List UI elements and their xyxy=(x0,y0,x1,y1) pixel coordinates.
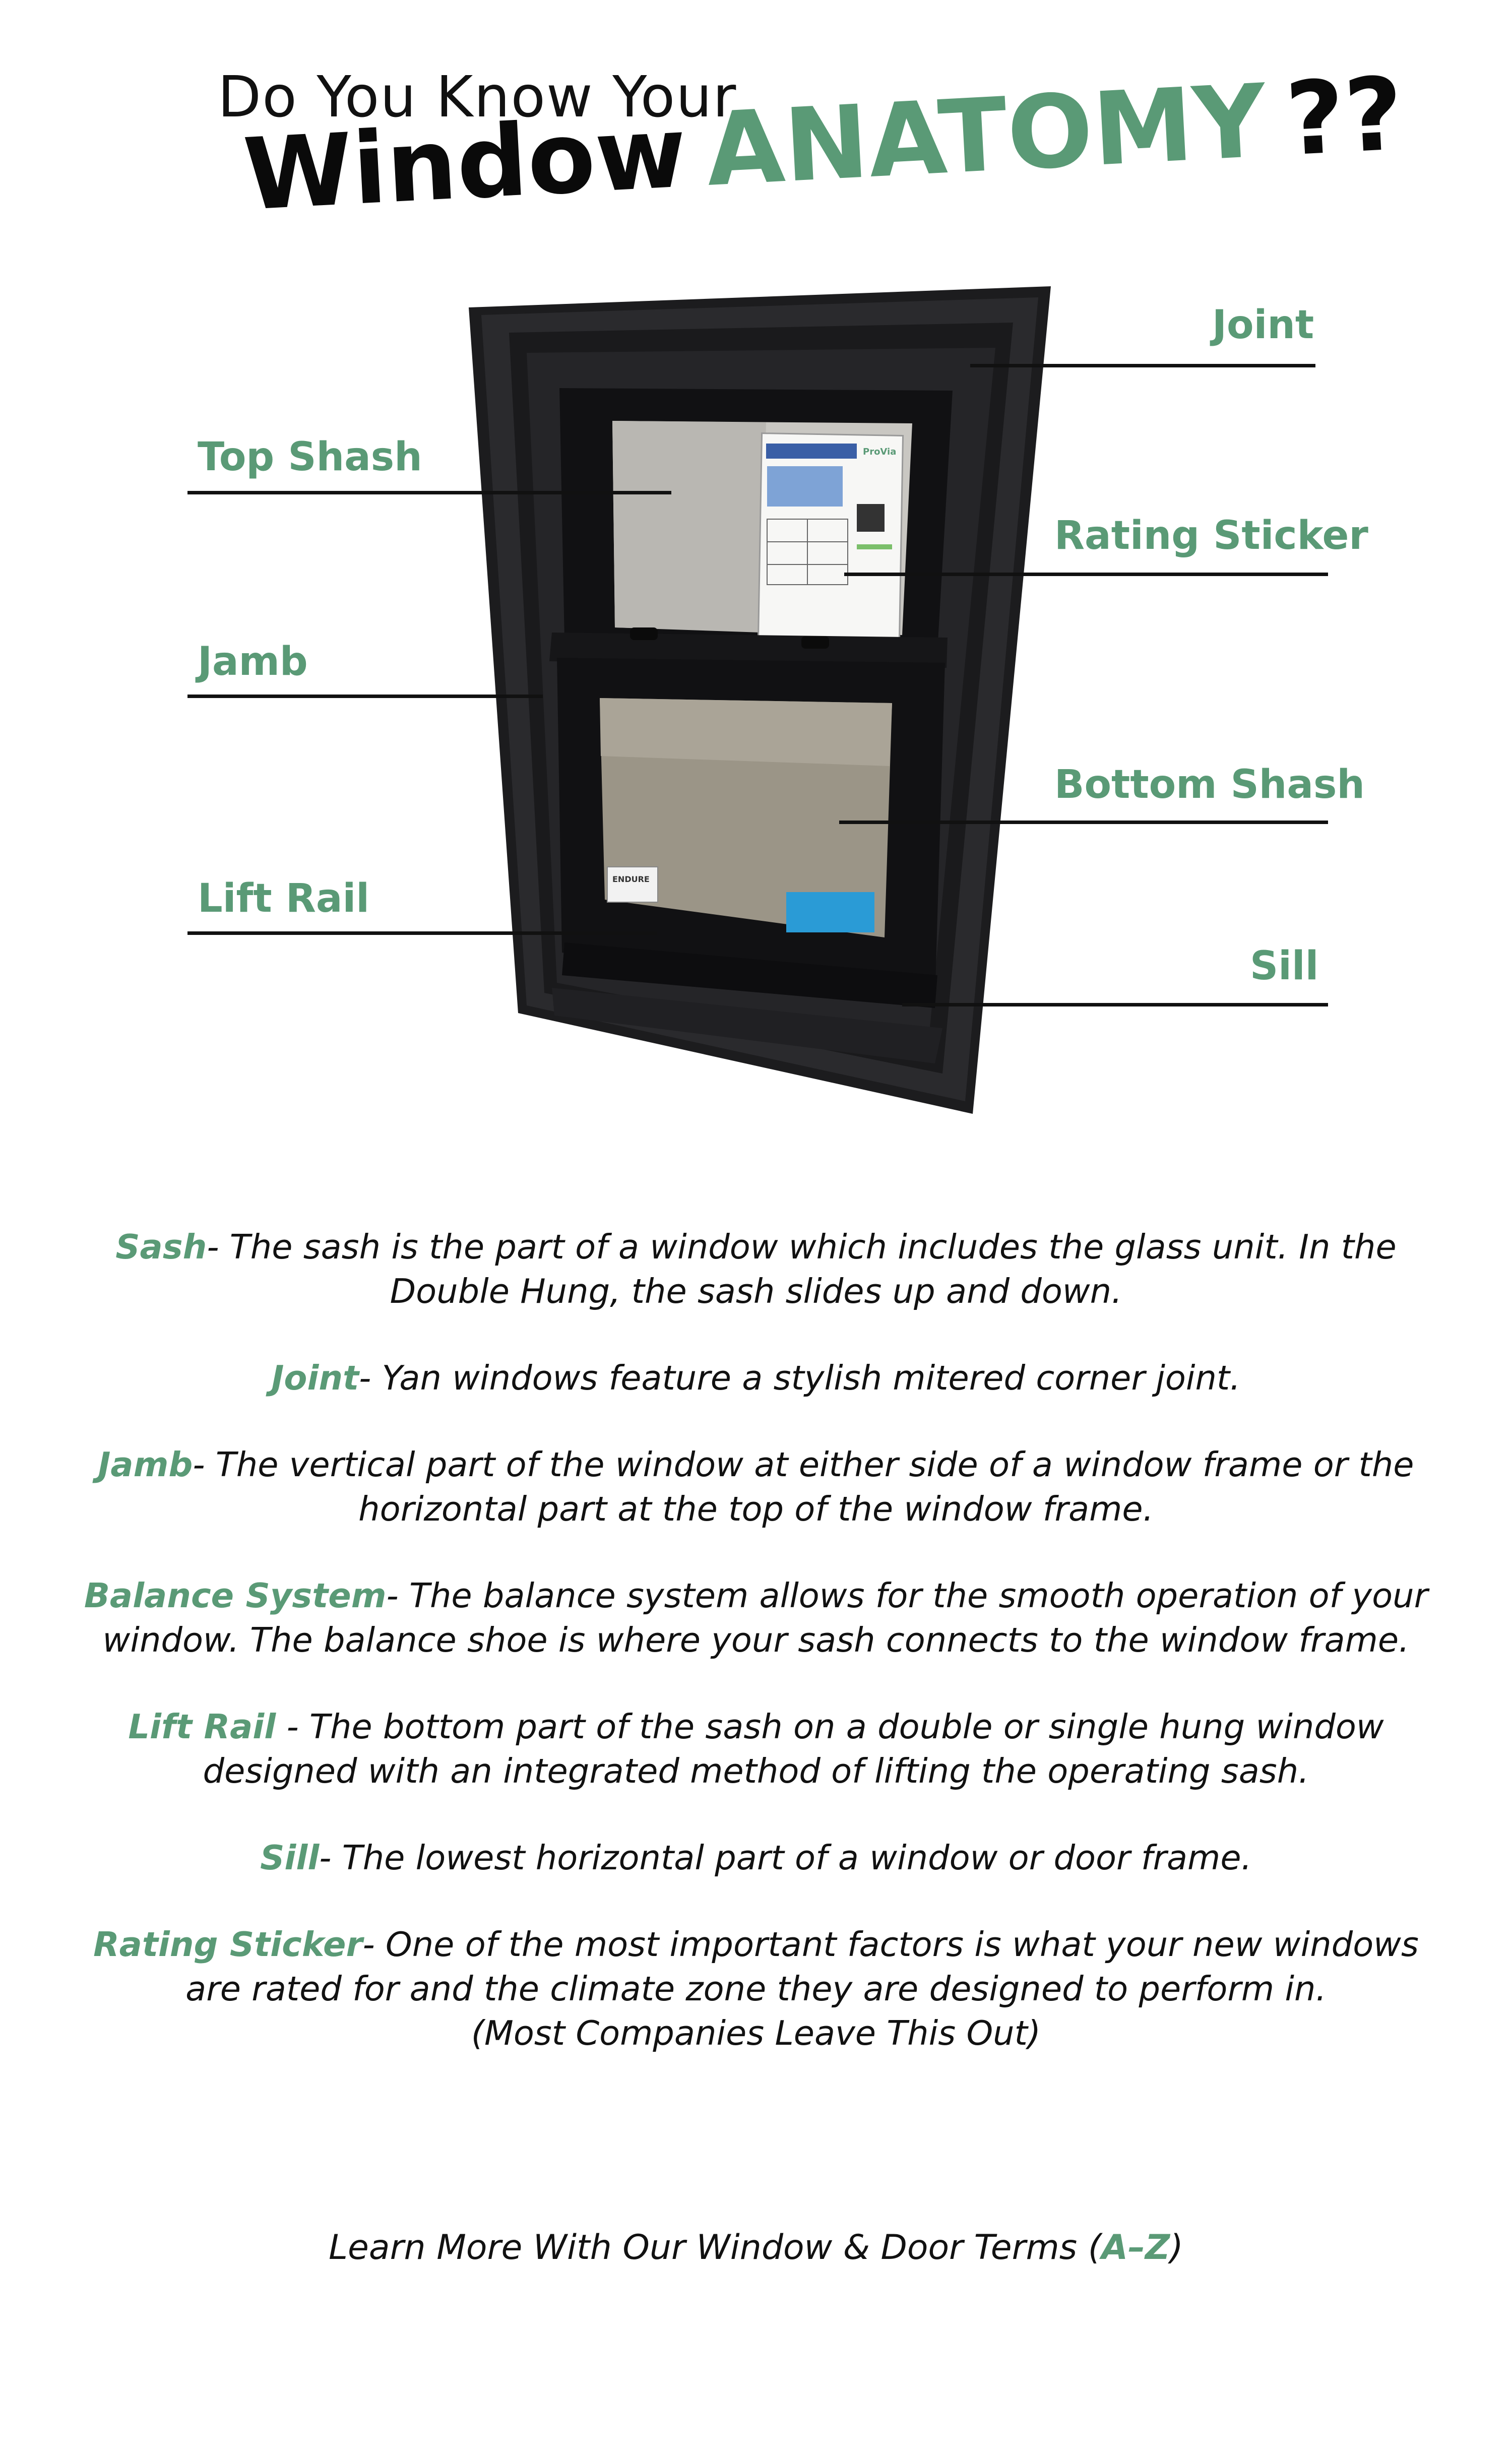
definition-text: - The sash is the part of a window which… xyxy=(207,1227,1397,1311)
callout-line-sill xyxy=(902,1003,1328,1006)
top-sash-glass-shade xyxy=(612,421,766,633)
definition-note: (Most Companies Leave This Out) xyxy=(471,2013,1041,2053)
definition-lift-rail: Lift Rail - The bottom part of the sash … xyxy=(76,1705,1436,1793)
definition-text: - Yan windows feature a stylish mitered … xyxy=(359,1358,1241,1398)
callout-label-joint: Joint xyxy=(1212,302,1314,348)
definition-text: - The vertical part of the window at eit… xyxy=(193,1445,1414,1529)
callout-line-lift-rail xyxy=(187,931,657,935)
definition-sash: Sash- The sash is the part of a window w… xyxy=(76,1225,1436,1313)
definition-balance-system: Balance System- The balance system allow… xyxy=(76,1573,1436,1662)
callout-label-top-sash: Top Shash xyxy=(198,434,422,480)
callout-label-bottom-sash: Bottom Shash xyxy=(1054,762,1365,807)
endure-sticker-text: ENDURE xyxy=(612,874,650,884)
definition-term: Lift Rail xyxy=(128,1707,276,1746)
definition-term: Sill xyxy=(260,1838,320,1877)
definition-term: Jamb xyxy=(98,1445,193,1484)
definition-term: Balance System xyxy=(84,1576,387,1615)
definition-text: - One of the most important factors is w… xyxy=(185,1925,1419,2008)
footer-text: Learn More With Our Window & Door Terms … xyxy=(329,2228,1102,2267)
definition-joint: Joint- Yan windows feature a stylish mit… xyxy=(76,1356,1436,1400)
definition-text: - The bottom part of the sash on a doubl… xyxy=(203,1707,1384,1791)
footer-close: ) xyxy=(1170,2228,1183,2267)
bottom-sash-glass-reflection xyxy=(600,698,892,766)
callout-line-bottom-sash xyxy=(839,821,1328,824)
callout-label-sill: Sill xyxy=(1250,943,1319,989)
footer-link[interactable]: Learn More With Our Window & Door Terms … xyxy=(0,2228,1512,2267)
definition-term: Rating Sticker xyxy=(93,1925,363,1964)
definition-text: - The balance system allows for the smoo… xyxy=(102,1576,1428,1660)
lock-right xyxy=(801,636,829,649)
endure-sticker xyxy=(607,866,658,903)
lock-left xyxy=(630,627,658,640)
definition-rating-sticker: Rating Sticker- One of the most importan… xyxy=(76,1922,1436,2055)
callout-label-jamb: Jamb xyxy=(198,639,308,684)
callout-line-joint xyxy=(970,364,1315,367)
window-illustration: ProVia ENDURE xyxy=(469,286,1051,1114)
callout-line-top-sash xyxy=(187,491,671,494)
definition-sill: Sill- The lowest horizontal part of a wi… xyxy=(76,1836,1436,1880)
sticker-logo-text: ProVia xyxy=(863,447,896,457)
title-line1: Do You Know Your xyxy=(218,65,737,130)
callout-line-rating-sticker xyxy=(844,573,1328,576)
sill-shape xyxy=(552,988,942,1063)
footer-az: A–Z xyxy=(1101,2228,1170,2267)
rating-sticker-graphic: ProVia xyxy=(757,432,904,643)
callout-label-rating-sticker: Rating Sticker xyxy=(1054,513,1368,558)
callout-line-jamb xyxy=(187,695,543,698)
energy-star-sticker xyxy=(786,892,874,932)
definition-term: Sash xyxy=(115,1227,207,1267)
definition-term: Joint xyxy=(271,1358,359,1398)
definition-text: - The lowest horizontal part of a window… xyxy=(319,1838,1252,1877)
definition-jamb: Jamb- The vertical part of the window at… xyxy=(76,1442,1436,1531)
lift-rail-shape xyxy=(562,942,937,1008)
callout-label-lift-rail: Lift Rail xyxy=(198,876,369,921)
definitions-section: Sash- The sash is the part of a window w… xyxy=(76,1225,1436,2098)
